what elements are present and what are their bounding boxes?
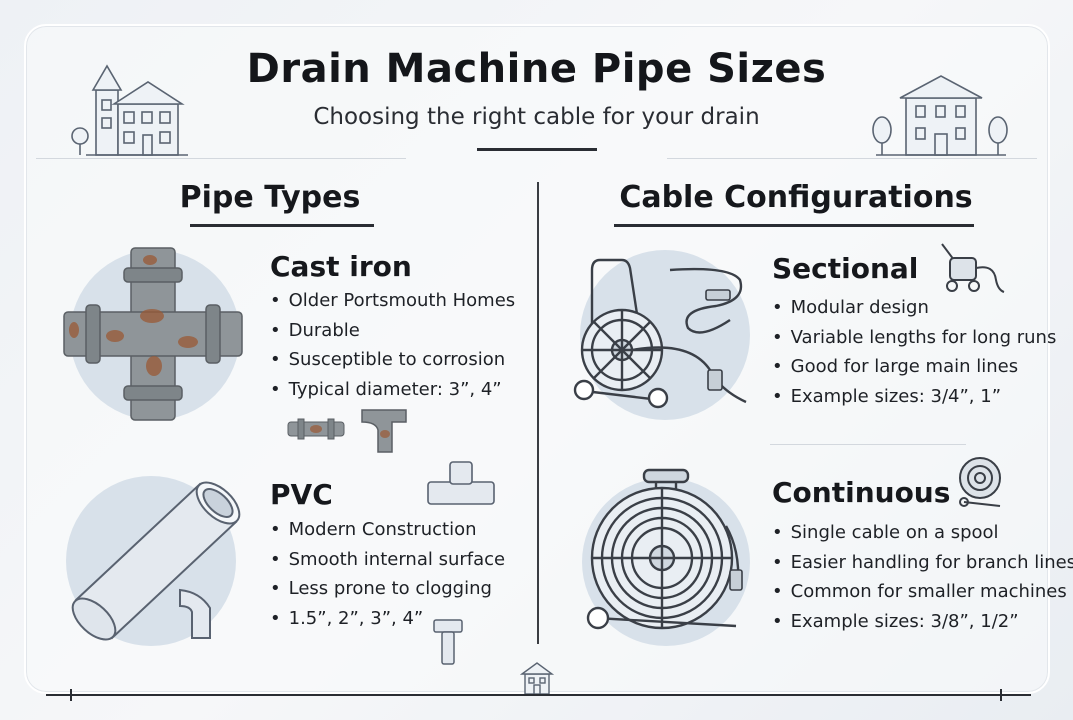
header-band-right (667, 158, 1037, 159)
bullet-item: Single cable on a spool (772, 518, 1073, 548)
bullet-item: Typical diameter: 3”, 4” (270, 375, 515, 405)
continuous-spool-machine-icon (586, 468, 743, 630)
bullet-item: Modular design (772, 293, 1056, 323)
bullet-item: Susceptible to corrosion (270, 345, 515, 375)
title-underline (477, 148, 597, 151)
footer-tick-right (1000, 689, 1002, 701)
small-house-icon (519, 662, 555, 695)
bullet-item: Easier handling for branch lines (772, 548, 1073, 578)
page-title: Drain Machine Pipe Sizes (246, 46, 827, 92)
bullet-item: Durable (270, 316, 515, 346)
pvc-bullets: Modern Construction Smooth internal surf… (270, 515, 505, 633)
bullet-item: Less prone to clogging (270, 574, 505, 604)
bullet-item: 1.5”, 2”, 3”, 4” (270, 604, 505, 634)
column-divider (537, 182, 539, 644)
victorian-house-icon (71, 64, 188, 156)
continuous-title: Continuous (772, 476, 951, 509)
bullet-item: Example sizes: 3/4”, 1” (772, 382, 1056, 412)
pvc-tee-icon (427, 461, 495, 505)
bullet-item: Example sizes: 3/8”, 1/2” (772, 607, 1073, 637)
sectional-title: Sectional (772, 252, 919, 285)
sectional-bullets: Modular design Variable lengths for long… (772, 293, 1057, 412)
footer-tick-left (70, 689, 72, 701)
footer-rule (46, 694, 1031, 696)
sectional-drum-machine-icon (573, 258, 747, 409)
bullet-item: Common for smaller machines (772, 577, 1073, 607)
continuous-spool-small-icon (959, 457, 1001, 507)
pvc-title: PVC (270, 478, 333, 511)
bullet-item: Variable lengths for long runs (772, 323, 1057, 353)
continuous-bullets: Single cable on a spool Easier handling … (772, 518, 1073, 636)
cable-configurations-heading: Cable Configurations (619, 180, 973, 215)
cast-iron-cross-fitting-icon (63, 247, 243, 421)
sectional-machine-small-icon (941, 243, 1005, 293)
page-subtitle: Choosing the right cable for your drain (313, 104, 760, 130)
cable-separator (770, 444, 966, 445)
small-iron-pipe-icon (287, 418, 345, 440)
header-band-left (36, 158, 406, 159)
bullet-item: Older Portsmouth Homes (270, 286, 516, 316)
cable-configurations-underline (614, 224, 974, 227)
cast-iron-title: Cast iron (270, 250, 412, 283)
pipe-types-underline (190, 224, 374, 227)
bullet-item: Good for large main lines (772, 352, 1056, 382)
bullet-item: Smooth internal surface (270, 545, 505, 575)
pipe-types-heading: Pipe Types (179, 180, 361, 215)
colonial-house-icon (872, 75, 1008, 156)
pvc-pipe-icon (71, 481, 241, 641)
iron-tee-fitting-icon (361, 409, 407, 453)
bullet-item: Modern Construction (270, 515, 505, 545)
cast-iron-bullets: Older Portsmouth Homes Durable Susceptib… (270, 286, 516, 405)
